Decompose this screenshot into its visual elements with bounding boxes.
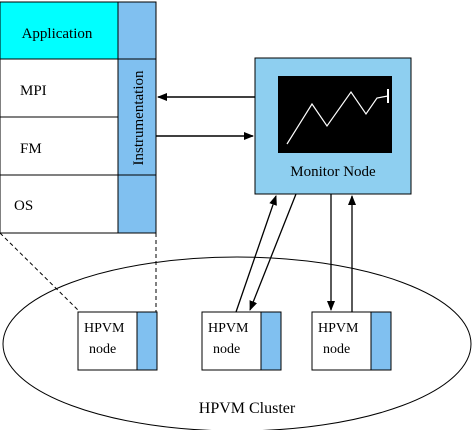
node-bar: [136, 311, 158, 371]
monitor-graph-line: [286, 90, 389, 145]
cluster-label: HPVM Cluster: [199, 400, 296, 417]
instrumentation-label: Instrumentation: [131, 70, 147, 165]
hpvm-node-1: HPVM node: [77, 311, 158, 371]
mpi-label: MPI: [20, 83, 47, 99]
application-layer: [0, 1, 119, 60]
hpvm-node-2: HPVM node: [201, 311, 282, 371]
monitor-label: Monitor Node: [290, 164, 376, 180]
node-label-line2: node: [213, 342, 240, 357]
zoom-line-left: [0, 232, 81, 313]
node-label-line1: HPVM: [318, 321, 359, 336]
instrumentation-bar: [117, 1, 157, 234]
software-stack: Application MPI FM OS Instrumentation: [0, 1, 157, 234]
monitor-node: Monitor Node: [254, 57, 412, 195]
os-layer: [0, 174, 119, 234]
mpi-layer: [0, 58, 119, 118]
hpvm-node-3: HPVM node: [311, 311, 392, 371]
cluster-ellipse: [2, 256, 472, 430]
application-label: Application: [22, 26, 93, 42]
os-label: OS: [14, 198, 33, 214]
node-bar: [260, 311, 282, 371]
node-label-line1: HPVM: [208, 321, 249, 336]
arrow-monitor-to-node2: [249, 193, 297, 311]
node-label-line1: HPVM: [84, 321, 125, 336]
node-label-line2: node: [89, 342, 116, 357]
node-label-line2: node: [323, 342, 350, 357]
fm-label: FM: [20, 141, 42, 157]
fm-layer: [0, 116, 119, 176]
arrow-node2-to-monitor: [235, 195, 277, 313]
node-bar: [370, 311, 392, 371]
